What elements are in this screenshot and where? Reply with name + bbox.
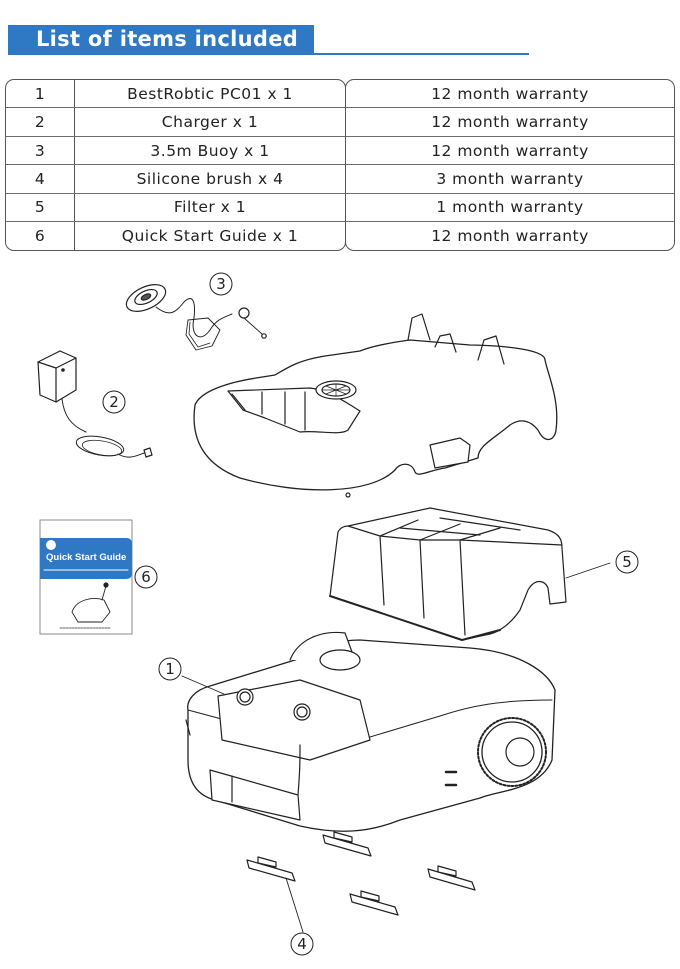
warranty-cell: 12 month warranty [431,84,589,103]
item-number: 1 [6,80,75,108]
table-row: 1 month warranty [346,194,674,223]
callout-2 [102,390,126,414]
callout-4-label: 4 [297,935,307,953]
table-row: 12 month warranty [346,108,674,137]
warranty-cell: 1 month warranty [436,198,584,217]
item-number: 2 [6,108,75,136]
item-number: 6 [6,222,75,250]
item-number: 5 [6,193,75,222]
warranty-cell: 3 month warranty [436,170,584,189]
table-row: 12 month warranty [346,80,674,109]
table-row: 5 Filter x 1 [6,193,345,223]
quick-start-guide-illustration [39,519,133,635]
charger-illustration [37,350,153,458]
table-row: 12 month warranty [346,222,674,250]
item-number: 4 [6,165,75,193]
item-number: 3 [6,136,75,165]
callout-2-label: 2 [109,393,119,411]
table-row: 6 Quick Start Guide x 1 [6,222,345,250]
callout-6 [134,565,158,589]
warranty-cell: 12 month warranty [431,113,589,132]
callout-5-label: 5 [622,553,632,571]
callout-1-leader [181,675,225,695]
warranty-cell: 12 month warranty [431,141,589,160]
title-underline [8,53,529,55]
guide-cover-title: Quick Start Guide [46,552,126,563]
table-row: 1 BestRobtic PC01 x 1 [6,80,345,109]
buoy-illustration [125,284,267,351]
item-name: Silicone brush x 4 [136,170,284,189]
section-title: List of items included [8,25,314,53]
table-row: 2 Charger x 1 [6,108,345,137]
silicone-brushes-illustration [246,831,476,933]
table-row: 3 3.5m Buoy x 1 [6,136,345,166]
callout-3 [209,272,233,296]
item-name: Filter x 1 [173,198,247,217]
filter-illustration [329,507,611,641]
callout-1 [158,657,182,681]
item-name: Charger x 1 [161,113,259,132]
callout-1-label: 1 [165,660,175,678]
callout-5 [615,550,639,574]
item-name: 3.5m Buoy x 1 [150,141,270,160]
robot-base-illustration [185,631,556,832]
item-name: Quick Start Guide x 1 [121,227,299,246]
callout-6-label: 6 [141,568,151,586]
callout-4 [290,932,314,956]
items-table: 1 BestRobtic PC01 x 1 2 Charger x 1 3 3.… [5,79,346,251]
top-cover-illustration [193,313,558,498]
warranty-cell: 12 month warranty [431,227,589,246]
exploded-diagram: Quick Start Guide 1 2 3 4 5 6 [37,272,639,956]
callout-3-label: 3 [216,275,226,293]
table-row: 4 Silicone brush x 4 [6,165,345,194]
warranty-table: 12 month warranty 12 month warranty 12 m… [345,79,675,251]
table-row: 3 month warranty [346,165,674,194]
table-row: 12 month warranty [346,137,674,166]
item-name: BestRobtic PC01 x 1 [127,84,293,103]
